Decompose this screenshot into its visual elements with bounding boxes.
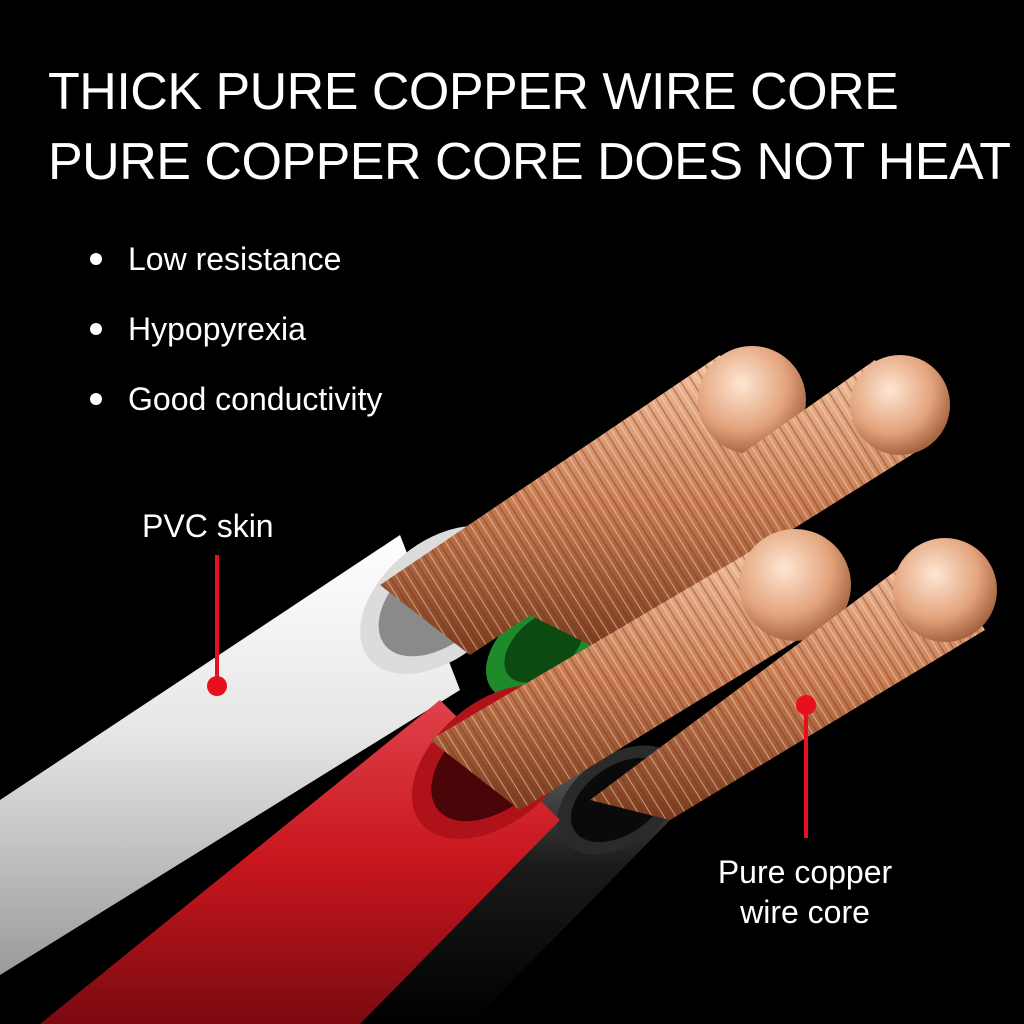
copper-bundle-1 [380,346,806,655]
pvc-skin-pointer [207,555,227,696]
copper-core-label-line-1: Pure copper [717,854,893,890]
feature-label: Good conductivity [128,381,383,417]
headline-line-1: THICK PURE COPPER WIRE CORE [48,63,899,121]
feature-item: Low resistance [90,243,341,275]
copper-bundle-4 [590,538,997,820]
bullet-icon [90,252,102,265]
feature-item: Good conductivity [90,383,382,415]
bullet-icon [90,322,102,335]
feature-label: Hypopyrexia [128,311,306,347]
pvc-skin-label: PVC skin [142,508,274,544]
feature-item: Hypopyrexia [90,313,306,345]
copper-core-label: Pure copper wire core [700,852,910,932]
copper-core-pointer [796,695,816,838]
bullet-icon [90,392,102,405]
copper-bundle-2 [520,355,950,650]
copper-core-label-line-2: wire core [740,894,870,930]
headline-line-2: PURE COPPER CORE DOES NOT HEAT [48,133,1011,191]
copper-bundle-3 [430,529,851,810]
feature-label: Low resistance [128,241,342,277]
